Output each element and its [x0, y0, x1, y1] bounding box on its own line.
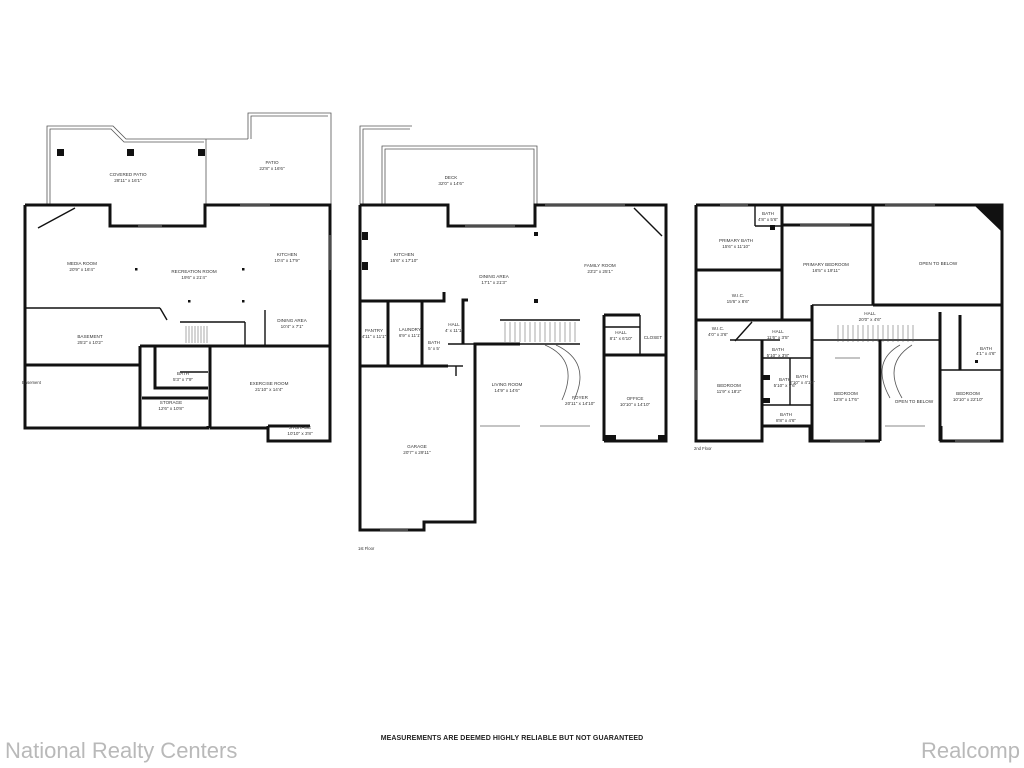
- measurement-disclaimer: MEASUREMENTS ARE DEEMED HIGHLY RELIABLE …: [380, 735, 644, 742]
- room-dims: 5' x 5': [428, 346, 440, 351]
- room-dims: 10'4" x 7'1": [281, 324, 304, 329]
- room-name: BEDROOM: [956, 391, 980, 396]
- room-dims: 12'6" x 10'8": [158, 406, 184, 411]
- room-name: FAMILY ROOM: [584, 263, 616, 268]
- room-name: BATH: [780, 412, 792, 417]
- room-name: BEDROOM: [834, 391, 858, 396]
- room-name: STORAGE: [160, 400, 182, 405]
- room-dims: 20'11" x 14'10": [565, 401, 595, 406]
- room-dims: 4'8" x 5'6": [758, 217, 778, 222]
- room-name: BATH: [772, 347, 784, 352]
- second-floor-labels: BATH 4'8" x 5'6" PRIMARY BATH 15'6" x 11…: [694, 211, 996, 451]
- room-name: KITCHEN: [277, 252, 297, 257]
- room-name: COVERED PATIO: [109, 172, 147, 177]
- room-dims: 22'8" x 16'6": [259, 166, 285, 171]
- room-name: OFFICE: [627, 396, 644, 401]
- room-name: BATH: [980, 346, 992, 351]
- room-name: W.I.C.: [712, 326, 725, 331]
- room-name: BATH: [428, 340, 440, 345]
- room-name: RECREATION ROOM: [171, 269, 217, 274]
- watermark-left: National Realty Centers: [5, 738, 238, 763]
- room-name: OPEN TO BELOW: [895, 399, 934, 404]
- room-dims: 15'6" x 8'6": [727, 299, 750, 304]
- room-name: BATH: [779, 377, 791, 382]
- room-dims: 8'1" x 6'10": [610, 336, 633, 341]
- room-dims: 32'0" x 14'6": [438, 181, 464, 186]
- room-name: KITCHEN: [394, 252, 414, 257]
- room-name: PRIMARY BEDROOM: [803, 262, 849, 267]
- room-name: EXERCISE ROOM: [250, 381, 289, 386]
- room-name: LIVING ROOM: [492, 382, 523, 387]
- room-dims: 2'10" x 4'10": [789, 380, 815, 385]
- room-dims: 15'6" x 11'10": [722, 244, 750, 249]
- room-dims: 19'6" x 21'4": [181, 275, 207, 280]
- room-dims: 5'10" x 7'6": [774, 383, 797, 388]
- second-floor-plan: [694, 203, 1004, 443]
- room-name: PRIMARY BATH: [719, 238, 753, 243]
- room-dims: 16'5" x 19'11": [812, 268, 840, 273]
- room-name: FOYER: [572, 395, 589, 400]
- room-dims: 15'6" x 17'10": [390, 258, 418, 263]
- room-name: BEDROOM: [717, 383, 741, 388]
- room-name: GARAGE: [407, 444, 427, 449]
- room-dims: 6'9" x 11'1": [399, 333, 422, 338]
- room-name: PANTRY: [365, 328, 383, 333]
- room-name: HALL: [772, 329, 784, 334]
- room-dims: 5'10" x 3'8": [767, 353, 790, 358]
- room-dims: 20'0" x 4'6": [859, 317, 882, 322]
- room-name: BATH: [177, 371, 189, 376]
- room-name: W.I.C.: [732, 293, 745, 298]
- floor-label-basement: Basement: [22, 380, 42, 385]
- room-dims: 11'6" x 3'5": [767, 335, 790, 340]
- room-dims: 20'9" x 16'4": [69, 267, 95, 272]
- watermark-right: Realcomp: [920, 738, 1020, 763]
- room-name: BATH: [762, 211, 774, 216]
- room-dims: 4'1" x 4'6": [976, 351, 996, 356]
- basement-labels: COVERED PATIO 28'11" x 16'1" PATIO 22'8"…: [22, 160, 313, 436]
- room-dims: 4'11" x 11'1": [362, 334, 387, 339]
- room-dims: 4'0" x 3'6": [708, 332, 728, 337]
- room-name: HALL: [615, 330, 627, 335]
- basement-plan: [23, 112, 332, 443]
- first-floor-labels: DECK 32'0" x 14'6" KITCHEN 15'6" x 17'10…: [358, 175, 662, 551]
- room-name: STORAGE: [289, 425, 311, 430]
- room-name: LAUNDRY: [399, 327, 421, 332]
- room-name: DECK: [445, 175, 459, 180]
- room-name: MEDIA ROOM: [67, 261, 97, 266]
- floor-label-second: 2nd Floor: [694, 446, 712, 451]
- room-dims: 25'2" x 10'2": [77, 340, 103, 345]
- room-dims: 28'11" x 16'1": [114, 178, 142, 183]
- room-name: DINING AREA: [479, 274, 510, 279]
- room-dims: 5'3" x 7'9": [173, 377, 193, 382]
- room-name: BATH: [796, 374, 808, 379]
- room-dims: 10'10" x 3'8": [287, 431, 313, 436]
- room-dims: 23'2" x 25'1": [587, 269, 613, 274]
- room-name: HALL: [448, 322, 460, 327]
- room-dims: 12'8" x 17'6": [833, 397, 859, 402]
- room-dims: 8'8" x 4'6": [776, 418, 796, 423]
- room-name: CLOSET: [644, 335, 663, 340]
- room-name: BASEMENT: [77, 334, 102, 339]
- room-dims: 11'9" x 18'2": [717, 389, 742, 394]
- room-dims: 10'4" x 17'9": [274, 258, 300, 263]
- room-dims: 21'10" x 14'4": [255, 387, 283, 392]
- room-dims: 20'7" x 29'11": [403, 450, 431, 455]
- room-dims: 14'9" x 14'6": [494, 388, 520, 393]
- first-floor-plan: [358, 125, 668, 532]
- room-name: HALL: [864, 311, 876, 316]
- room-name: DINING AREA: [277, 318, 308, 323]
- room-dims: 10'10" x 22'10": [953, 397, 984, 402]
- room-name: OPEN TO BELOW: [919, 261, 958, 266]
- floor-label-first: 1st Floor: [358, 546, 375, 551]
- room-name: PATIO: [265, 160, 279, 165]
- room-dims: 10'10" x 14'10": [620, 402, 651, 407]
- room-dims: 4' x 11'1": [445, 328, 463, 333]
- room-dims: 17'1" x 21'3": [481, 280, 507, 285]
